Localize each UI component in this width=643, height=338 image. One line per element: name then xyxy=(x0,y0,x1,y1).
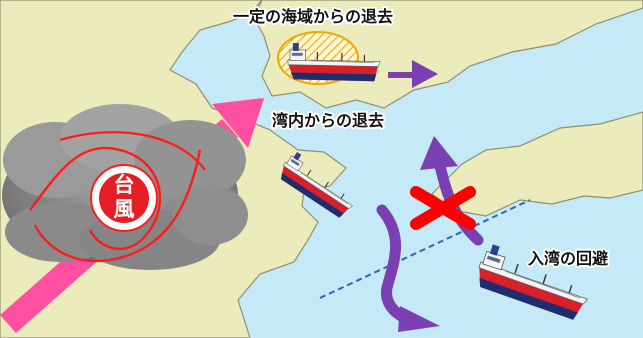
label-evacuate-sea-area: 一定の海域からの退去 xyxy=(233,7,393,26)
route-arrow-icon xyxy=(388,60,438,88)
sea-area-ship xyxy=(277,31,381,85)
label-evacuate-bay: 湾内からの退去 xyxy=(272,111,384,130)
bay-boundary-line xyxy=(319,199,531,299)
cross-mark-icon xyxy=(410,186,476,230)
label-avoid-entering-bay: 入湾の回避 xyxy=(528,249,608,268)
route-arrow-icon xyxy=(420,136,458,170)
typhoon-center: 台 風 xyxy=(90,164,158,232)
route-arrow-icon xyxy=(398,306,440,332)
route-arrow-icon xyxy=(376,204,418,328)
north-landmass xyxy=(253,0,643,109)
typhoon-char-2: 風 xyxy=(114,197,135,221)
typhoon-char-1: 台 xyxy=(114,173,135,197)
